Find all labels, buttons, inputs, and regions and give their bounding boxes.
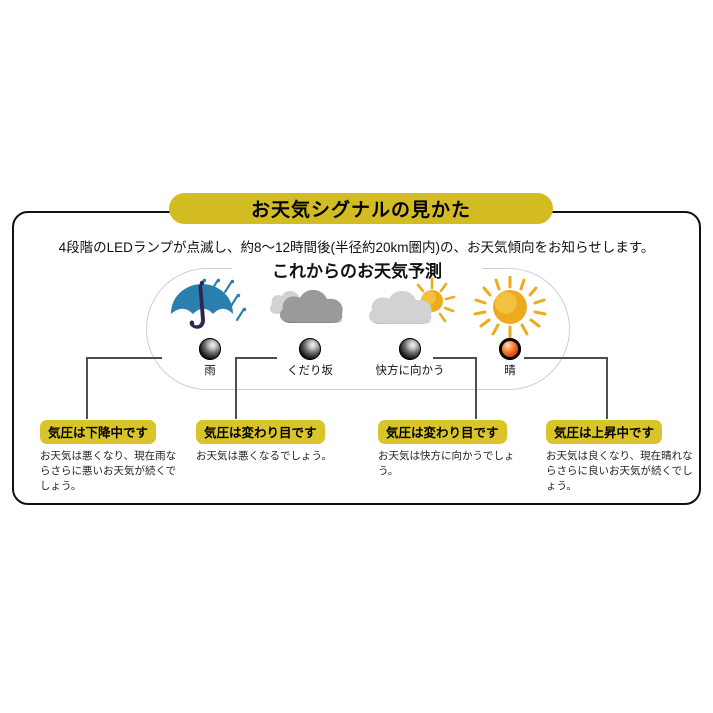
connector-v-improving [475, 357, 477, 419]
caption-block-declining: 気圧は変わり目です お天気は悪くなるでしょう。 [196, 420, 356, 464]
signal-column-clear: 晴 [455, 276, 565, 378]
sun-icon [455, 276, 565, 338]
cloud-sun-icon [355, 276, 465, 338]
clouds-icon [255, 276, 365, 338]
signal-column-rain: 雨 [155, 276, 265, 378]
connector-h-rain [86, 357, 162, 359]
clouds-icon-svg [269, 289, 343, 323]
signal-column-declining: くだり坂 [255, 276, 365, 378]
connector-h-declining [235, 357, 277, 359]
caption-body-improving: お天気は快方に向かうでしょう。 [378, 450, 515, 478]
pressure-pill-clear: 気圧は上昇中です [546, 420, 663, 444]
led-label-clear: 晴 [504, 365, 516, 377]
connector-h-clear [524, 357, 608, 359]
description-text: 4段階のLEDランプが点滅し、約8〜12時間後(半径約20km圏内)の、お天気傾… [58, 240, 655, 255]
umbrella-rain-icon [155, 276, 265, 338]
forecast-subtitle-wrap: これからのお天気予測 [232, 256, 482, 282]
umbrella-rain-icon-svg [171, 278, 247, 329]
sun-icon-svg [473, 276, 547, 338]
led-indicator-clear [499, 338, 521, 360]
title-banner: お天気シグナルの見かた [169, 193, 553, 224]
led-indicator-improving [399, 338, 421, 360]
connector-v-clear [606, 357, 608, 419]
caption-block-clear: 気圧は上昇中です お天気は良くなり、現在晴れならさらに良いお天気が続くでしょう。 [546, 420, 696, 495]
caption-body-clear: お天気は良くなり、現在晴れならさらに良いお天気が続くでしょう。 [546, 450, 693, 493]
pressure-pill-declining: 気圧は変わり目です [196, 420, 325, 444]
caption-body-declining: お天気は悪くなるでしょう。 [196, 450, 332, 462]
forecast-subtitle: これからのお天気予測 [272, 261, 442, 281]
caption-body-rain: お天気は悪くなり、現在雨ならさらに悪いお天気が続くでしょう。 [40, 450, 177, 493]
pressure-pill-improving: 気圧は変わり目です [378, 420, 507, 444]
pressure-pill-rain: 気圧は下降中です [40, 420, 157, 444]
led-indicator-rain [199, 338, 221, 360]
page-title: お天気シグナルの見かた [250, 200, 471, 221]
cloud-sun-icon-svg [368, 277, 456, 324]
led-label-rain: 雨 [204, 365, 216, 377]
connector-v-rain [86, 357, 88, 419]
connector-h-improving [433, 357, 477, 359]
caption-block-improving: 気圧は変わり目です お天気は快方に向かうでしょう。 [378, 420, 530, 479]
led-label-improving: 快方に向かう [375, 365, 445, 377]
caption-block-rain: 気圧は下降中です お天気は悪くなり、現在雨ならさらに悪いお天気が続くでしょう。 [40, 420, 186, 495]
signal-column-improving: 快方に向かう [355, 276, 465, 378]
led-indicator-declining [299, 338, 321, 360]
connector-v-declining [235, 357, 237, 419]
led-label-declining: くだり坂 [287, 365, 333, 377]
